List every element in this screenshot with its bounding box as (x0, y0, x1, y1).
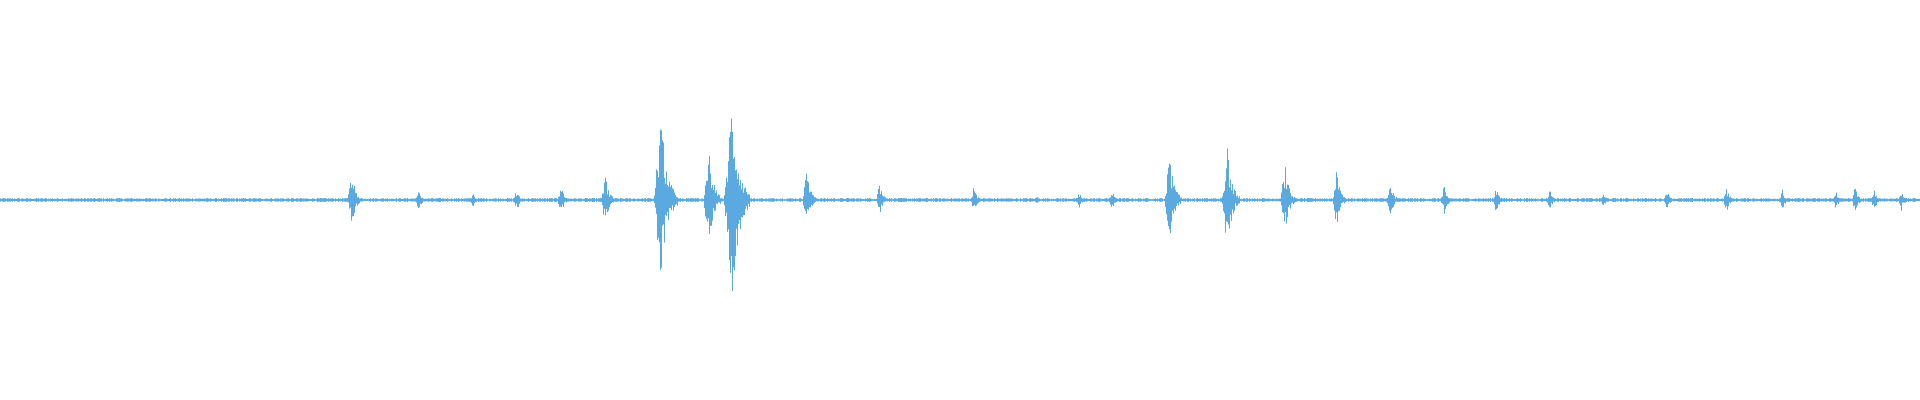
waveform-burst (876, 185, 889, 213)
waveform-burst (267, 198, 272, 202)
waveform-burst (803, 173, 817, 214)
waveform-burst (348, 183, 362, 221)
waveform-burst (558, 190, 570, 208)
waveform-noise (0, 198, 1920, 202)
waveform-burst (601, 177, 615, 216)
waveform-burst (470, 194, 480, 206)
waveform-burst (172, 198, 176, 202)
waveform-burst (1833, 192, 1844, 208)
waveform-burst (704, 155, 722, 234)
waveform-burst (1165, 163, 1182, 233)
waveform-burst (1441, 187, 1453, 214)
waveform-burst (1222, 148, 1240, 233)
waveform-burst (416, 192, 427, 209)
waveform-burst (1280, 167, 1296, 224)
waveform-burst (1493, 191, 1505, 210)
waveform-burst (1035, 197, 1041, 203)
waveform-burst (1387, 187, 1400, 214)
waveform-burst (514, 193, 524, 207)
waveform-burst (1779, 189, 1791, 208)
waveform-burst (724, 118, 750, 291)
waveform-burst (1871, 190, 1883, 207)
waveform-burst (1547, 191, 1558, 208)
waveform-burst (654, 129, 678, 270)
waveform-burst (1664, 194, 1674, 208)
waveform-burst (1077, 194, 1087, 208)
waveform-bursts (0, 118, 1920, 291)
waveform-burst (1601, 194, 1611, 206)
waveform-burst (971, 188, 982, 207)
waveform-burst (1723, 189, 1735, 210)
waveform-burst (137, 198, 142, 202)
waveform-burst (1852, 188, 1864, 210)
waveform-burst (1333, 172, 1347, 223)
waveform-burst (1109, 194, 1120, 207)
waveform-burst (1898, 194, 1909, 211)
